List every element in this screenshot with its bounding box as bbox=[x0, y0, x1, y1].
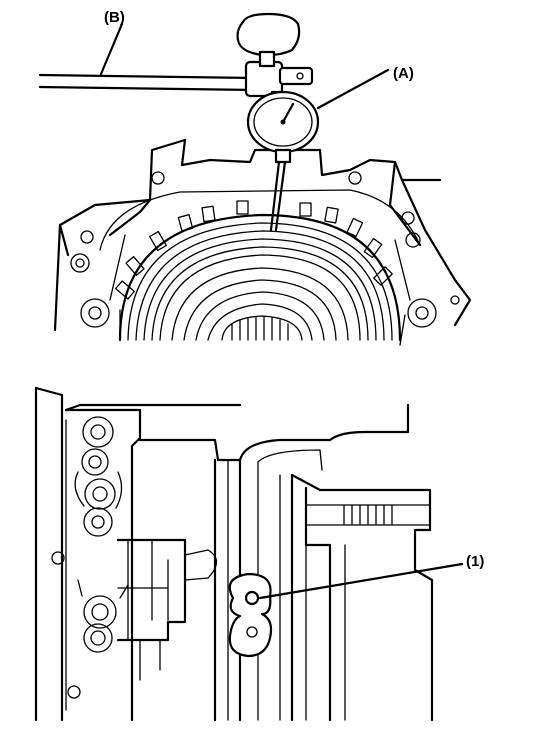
label-b: (B) bbox=[104, 9, 125, 26]
bottom-figure bbox=[34, 386, 464, 722]
label-a: (A) bbox=[393, 65, 414, 82]
top-figure bbox=[38, 12, 472, 346]
label-1: (1) bbox=[466, 553, 484, 570]
